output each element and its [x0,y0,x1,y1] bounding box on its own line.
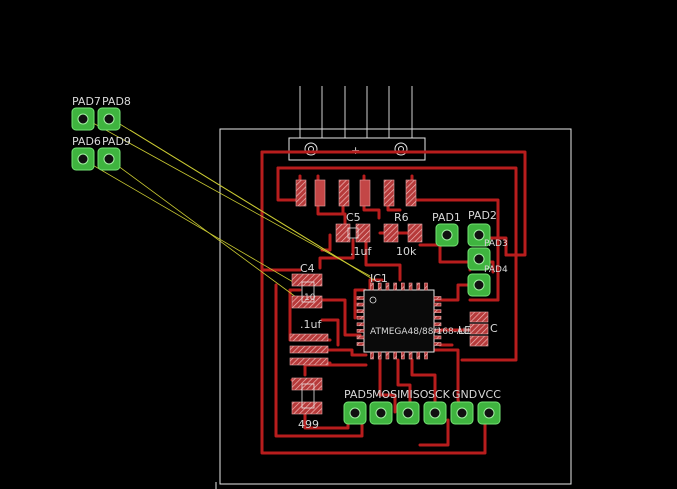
ic-pin [370,282,374,291]
ic-pin [401,351,405,360]
c-side-label: C [490,322,498,335]
ratsnest-airwires [83,117,375,301]
ic-pin [433,302,442,307]
pad-pad3[interactable] [467,247,491,271]
resonator-pads[interactable] [289,333,329,366]
miso-label: MISO [400,388,429,401]
pad-gnd[interactable] [450,401,474,425]
c5-label: C5 [346,211,361,224]
microcontroller-ic1[interactable] [363,289,435,353]
capacitor-c5[interactable] [335,223,371,243]
ic-pin [433,322,442,327]
header-smd-pads[interactable] [295,179,417,207]
mosi-label: MOSI [372,388,400,401]
ic-pin [356,296,365,300]
pad-pad9[interactable] [97,147,121,171]
ic-pin [393,351,397,360]
r499-label: 499 [298,418,319,431]
ic-pin [393,282,397,291]
ic-pin [433,335,442,340]
pad4-label: PAD4 [484,265,508,275]
sck-label: SCK [428,388,451,401]
ic-pin [377,351,382,360]
pad6-label: PAD6 [72,135,101,148]
header-pins [299,86,413,138]
gnd-label: GND [452,388,477,401]
pad-pad4[interactable] [467,273,491,297]
led-component[interactable] [469,311,489,347]
ic-name-label: ATMEGA48/88/168-AU [370,327,469,337]
resistor-499[interactable] [291,377,323,415]
pad-pad1[interactable] [435,223,459,247]
ic-pins [356,282,442,360]
pad3-label: PAD3 [484,239,508,249]
pad-vcc[interactable] [477,401,501,425]
ic-pin [356,309,365,313]
ic-pin [416,282,421,291]
ic-pin [433,309,442,313]
pad-pad8[interactable] [97,107,121,131]
ic1-label: IC1 [370,272,388,285]
pad5-label: PAD5 [344,388,373,401]
pad-mosi[interactable] [369,401,393,425]
ic-pin [433,329,442,333]
ic-pin [377,282,382,291]
ic-pin [356,302,365,307]
ic-pin [385,282,390,291]
ic-pin [433,342,442,346]
header-body[interactable] [288,137,426,161]
ic-pin [370,351,374,360]
pad-sck[interactable] [423,401,447,425]
pad7-label: PAD7 [72,95,101,108]
c5-value: .1uf [350,245,372,258]
r6-label: R6 [394,211,409,224]
ic-pin [424,351,428,360]
ic-pin [424,282,428,291]
board-outline [219,128,572,485]
pad-pad6[interactable] [71,147,95,171]
ic-pin [433,296,442,300]
ic-pin [356,335,365,340]
pad-miso[interactable] [396,401,420,425]
ic-pin [356,342,365,346]
capacitor-c4[interactable] [291,273,323,309]
pad1-label: PAD1 [432,211,461,224]
c4-value-b: 10 [304,293,316,303]
pad-pad5[interactable] [343,401,367,425]
r6-value: 10k [396,245,417,258]
c4-label: C4 [300,262,315,275]
ic-pin [385,351,390,360]
ic-pin [416,351,421,360]
ic-pin [433,315,442,320]
pad-pad2[interactable] [467,223,491,247]
c4-value: .1uf [300,318,322,331]
pad9-label: PAD9 [102,135,131,148]
ic-pin [408,351,413,360]
pad8-label: PAD8 [102,95,131,108]
ic-pin [356,322,365,327]
ic-pin [401,282,405,291]
ic-pin [408,282,413,291]
pad-pad7[interactable] [71,107,95,131]
vcc-label: VCC [478,388,501,401]
ic-pin [356,329,365,333]
pad2-label: PAD2 [468,209,497,222]
resistor-r6[interactable] [383,223,423,243]
ic-pin [356,315,365,320]
le-label: LE [458,324,471,337]
